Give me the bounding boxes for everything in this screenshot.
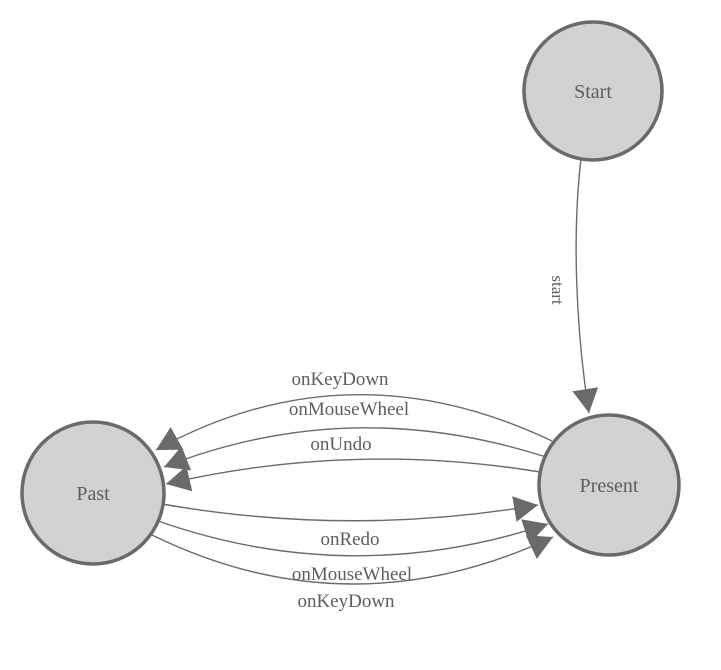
edge-label-onundo: onUndo	[310, 434, 371, 455]
state-node-start: Start	[522, 20, 664, 162]
edge-label-onkeydown-upper: onKeyDown	[291, 369, 389, 390]
edge-start-to-present: start	[548, 158, 599, 414]
edge-present-to-past-onmousewheel: onMouseWheel	[163, 399, 547, 471]
edge-label-onmousewheel-lower: onMouseWheel	[292, 564, 412, 585]
state-circle-start	[522, 20, 664, 162]
state-node-present: Present	[537, 413, 681, 557]
edge-label-onmousewheel-upper: onMouseWheel	[289, 399, 409, 420]
edge-line-onmousewheel-lower	[157, 519, 549, 557]
state-circle-present	[537, 413, 681, 557]
state-label-start: Start	[574, 81, 612, 103]
edge-line-start	[572, 158, 599, 414]
edge-line-onkeydown-upper	[155, 393, 553, 451]
edge-past-to-present-onredo: onRedo	[161, 496, 539, 550]
edge-present-to-past-onkeydown: onKeyDown	[155, 369, 553, 451]
edge-label-onredo: onRedo	[320, 529, 379, 550]
edge-past-to-present-onkeydown: onKeyDown	[151, 534, 554, 612]
edge-past-to-present-onmousewheel: onMouseWheel	[157, 519, 549, 585]
state-circle-past	[20, 420, 166, 566]
edge-line-onmousewheel-upper	[163, 427, 547, 471]
edge-line-onundo	[165, 458, 541, 492]
edge-line-onredo	[161, 496, 539, 522]
state-label-present: Present	[580, 475, 639, 497]
edge-line-onkeydown-lower	[151, 534, 554, 585]
edge-present-to-past-onundo: onUndo	[165, 434, 541, 492]
state-node-past: Past	[20, 420, 166, 566]
edge-label-start: start	[548, 275, 567, 305]
edge-label-onkeydown-lower: onKeyDown	[297, 591, 395, 612]
state-label-past: Past	[76, 483, 110, 505]
